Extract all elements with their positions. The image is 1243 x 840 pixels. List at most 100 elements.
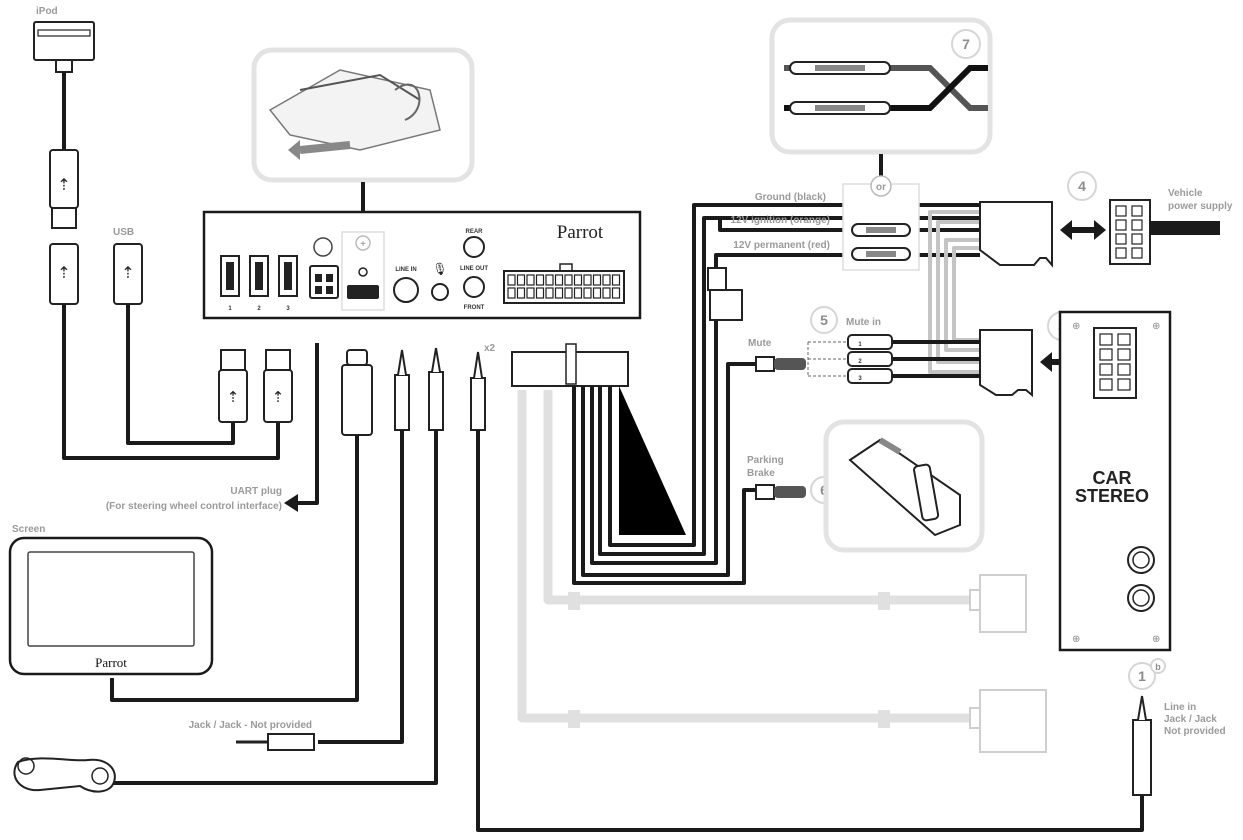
parrot-unit: 1 2 3 + LINE IN 🎙 REAR LINE OUT FRONT Pa… xyxy=(202,210,642,320)
connector-pin xyxy=(1117,363,1131,376)
usb-port-1-label: 1 xyxy=(228,306,232,312)
option-7-bubble xyxy=(769,17,993,176)
connector-pin xyxy=(535,274,545,286)
connector-pin xyxy=(516,287,526,299)
car-stereo-label-line2: STEREO xyxy=(1075,486,1149,506)
mute-pin-3: 3 xyxy=(858,376,862,382)
connector-pin xyxy=(1131,219,1143,231)
connector-pin xyxy=(1117,378,1131,391)
mute-label: Mute xyxy=(748,338,772,349)
svg-text:⇡: ⇡ xyxy=(272,389,285,406)
connector-pin xyxy=(583,287,592,299)
unit-usb-ports xyxy=(220,255,298,297)
connector-pin xyxy=(554,287,564,299)
front-port-label: FRONT xyxy=(464,305,485,311)
connector-pin xyxy=(573,287,583,299)
connector-pin xyxy=(535,287,545,299)
ipod-cable: ⇡ ⇡ xyxy=(33,21,280,460)
or-badge xyxy=(870,175,892,197)
uart-plug-cable xyxy=(284,343,319,512)
ground-wire-label: Ground (black) xyxy=(755,192,826,203)
step-5-badge xyxy=(810,306,838,334)
usb-port-3-label: 3 xyxy=(286,306,290,312)
connector-pin xyxy=(526,287,535,299)
parking-label-line1: Parking xyxy=(747,455,784,466)
x2-label: x2 xyxy=(484,343,496,354)
connector-pin xyxy=(1131,247,1143,259)
svg-text:⊕: ⊕ xyxy=(1072,634,1080,645)
svg-text:⇡: ⇡ xyxy=(227,389,240,406)
mute-pin-1: 1 xyxy=(858,342,862,348)
step-1-number: 1 xyxy=(1138,668,1146,684)
svg-text:⇡: ⇡ xyxy=(57,265,70,282)
screen-label: Screen xyxy=(12,524,45,535)
uart-label-line2: (For steering wheel control interface) xyxy=(106,501,282,512)
connector-pin xyxy=(1115,205,1127,217)
connector-pin xyxy=(1099,378,1113,391)
left-arrow-icon xyxy=(1060,220,1072,240)
step-1-sup: b xyxy=(1155,662,1161,672)
rear-port xyxy=(463,236,485,258)
svg-text:⊕: ⊕ xyxy=(1152,321,1160,332)
svg-text:⇡: ⇡ xyxy=(57,177,70,194)
connector-pin xyxy=(507,287,516,299)
usb-plugs: ⇡ ⇡ xyxy=(218,349,293,423)
mute-in-label: Mute in xyxy=(846,317,881,328)
microphone-icon: 🎙 xyxy=(432,262,447,276)
unit-brand-logo: Parrot xyxy=(557,222,604,243)
microphone-icon xyxy=(13,757,116,793)
connector-pin xyxy=(1099,363,1113,376)
step-4-badge xyxy=(1067,171,1097,201)
grey-plugs xyxy=(969,574,1047,753)
left-arrow-icon xyxy=(1040,352,1052,372)
main-harness xyxy=(511,203,980,585)
connector-pin xyxy=(564,274,573,286)
connector-pin xyxy=(1099,333,1113,346)
rear-port-label: REAR xyxy=(465,229,483,235)
step-1b-sup-badge xyxy=(1150,658,1166,674)
right-arrow-icon xyxy=(1094,220,1106,240)
step-7-number: 7 xyxy=(962,36,970,52)
connector-pin xyxy=(573,274,583,286)
line-in-jack-not-provided xyxy=(1132,695,1152,796)
connector-pin xyxy=(602,274,611,286)
ignition-wire-label: 12V ignition (orange) xyxy=(731,215,830,226)
connector-pin xyxy=(1115,247,1127,259)
jack-not-provided-label: Jack / Jack - Not provided xyxy=(189,720,312,731)
parking-brake-bubble xyxy=(823,419,985,553)
connector-pin xyxy=(592,287,602,299)
step-7-badge xyxy=(951,29,981,59)
svg-text:⇡: ⇡ xyxy=(121,265,134,282)
install-detail-bubble xyxy=(251,47,475,212)
power-port xyxy=(309,265,339,299)
connector-pin xyxy=(1099,348,1113,361)
step-5-number: 5 xyxy=(820,312,828,328)
svg-text:⊕: ⊕ xyxy=(1072,321,1080,332)
svg-text:⊕: ⊕ xyxy=(1152,634,1160,645)
connector-pin xyxy=(554,274,564,286)
connector-pin xyxy=(1117,348,1131,361)
line-out-jack-cable xyxy=(470,351,1144,832)
vehicle-label-line2: power supply xyxy=(1168,201,1233,212)
connector-pin xyxy=(564,287,573,299)
mic-port xyxy=(431,283,449,301)
line-out-port-label: LINE OUT xyxy=(460,266,488,272)
step-4-number: 4 xyxy=(1078,178,1086,194)
hdmi-port xyxy=(347,285,379,299)
antenna-icon xyxy=(313,237,333,257)
connector-pin xyxy=(526,274,535,286)
ipod-label: iPod xyxy=(36,6,58,17)
grey-link-wires xyxy=(928,210,980,374)
power-wires xyxy=(694,183,980,321)
usb-port-2-label: 2 xyxy=(257,306,261,312)
connector-pin xyxy=(516,274,526,286)
connector-pin xyxy=(611,274,621,286)
car-stereo: ⊕ ⊕ ⊕ ⊕ xyxy=(1058,310,1172,652)
iso-power-connector xyxy=(979,199,1220,268)
connector-pin xyxy=(583,274,592,286)
uart-arrow-icon xyxy=(284,494,298,512)
parking-brake-wire xyxy=(755,484,806,500)
connector-pin xyxy=(1131,233,1143,245)
usb-label: USB xyxy=(113,227,134,238)
